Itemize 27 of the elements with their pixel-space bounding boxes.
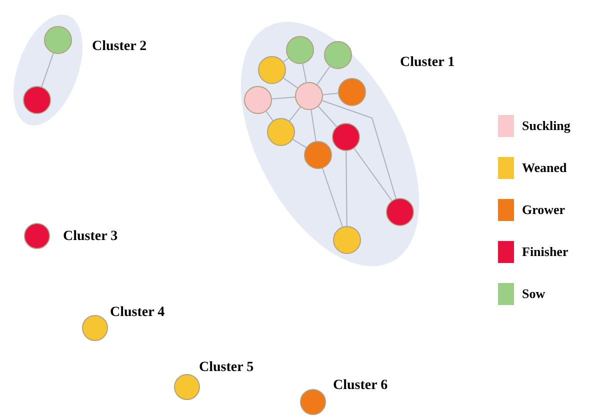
legend-label: Grower (522, 201, 566, 220)
connection-line (292, 138, 307, 148)
connection-line (322, 168, 343, 228)
connection-line (322, 92, 339, 96)
connection-line (322, 100, 396, 200)
connection-line (302, 63, 307, 83)
connection-line (310, 109, 316, 142)
connection-line (271, 96, 296, 100)
connection-line (354, 148, 392, 202)
cluster-label: Cluster 6 (333, 377, 388, 395)
legend-label: Sow (522, 285, 546, 304)
legend-label: Finisher (522, 243, 568, 262)
cluster-label: Cluster 1 (400, 54, 455, 72)
connection-line (282, 78, 298, 88)
connection-line (289, 106, 301, 122)
cluster-label: Cluster 3 (63, 228, 118, 246)
connection-line (282, 58, 290, 62)
legend-label: Weaned (522, 159, 567, 178)
connection-line (41, 52, 54, 88)
cluster-label: Cluster 2 (92, 38, 147, 56)
connection-line (346, 150, 348, 226)
legend-label: Suckling (522, 117, 570, 136)
connection-line (266, 110, 274, 122)
cluster-label: Cluster 4 (110, 304, 165, 322)
connection-line (316, 66, 330, 86)
cluster-label: Cluster 5 (199, 359, 254, 377)
connection-line (318, 106, 338, 128)
